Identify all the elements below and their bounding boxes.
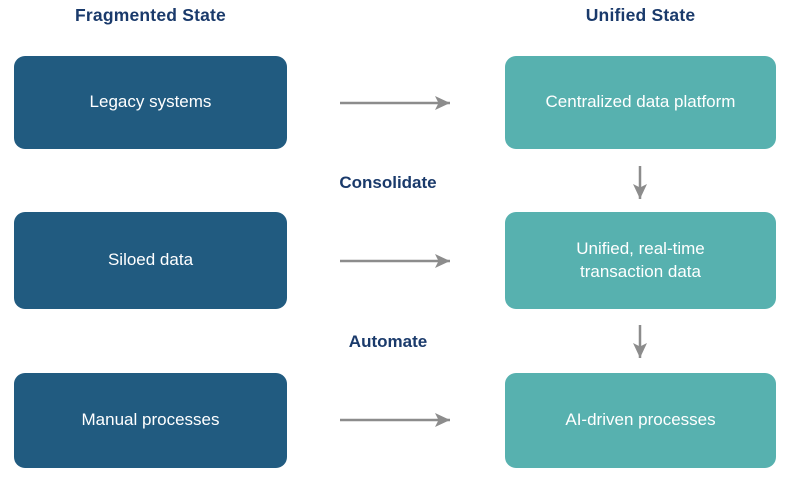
unified-state-header: Unified State [585, 5, 696, 25]
box-label: Centralized data platform [545, 92, 736, 112]
box-siloed-data: Siloed data [14, 212, 287, 309]
fragmented-state-header: Fragmented State [74, 5, 226, 25]
box-manual-processes: Manual processes [14, 373, 287, 468]
box-label: Siloed data [107, 250, 194, 270]
box-unified-transaction-data: Unified, real-time transaction data [505, 212, 776, 309]
box-legacy-systems: Legacy systems [14, 56, 287, 149]
box-label: Unified, real-time transaction data [576, 238, 705, 281]
box-centralized-data-platform: Centralized data platform [505, 56, 776, 149]
box-label: Manual processes [81, 410, 220, 430]
automate-label: Automate [348, 332, 428, 351]
box-label: Legacy systems [89, 92, 212, 112]
box-label: AI-driven processes [565, 410, 716, 430]
consolidate-label: Consolidate [339, 173, 437, 192]
box-ai-driven-processes: AI-driven processes [505, 373, 776, 468]
